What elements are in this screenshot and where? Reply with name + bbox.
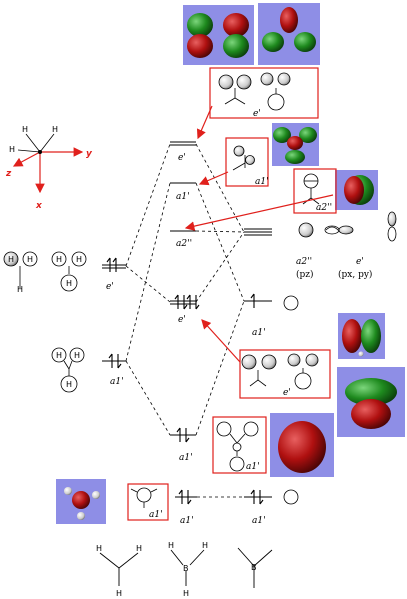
label-right-a1-s: a1' (252, 328, 266, 338)
axis-z-label: z (5, 169, 12, 179)
bottom-h-1: H (96, 544, 102, 553)
axis-h-left: H (9, 145, 15, 154)
pointer-arrows (184, 105, 334, 363)
axis-h-top-left: H (22, 125, 28, 134)
label-center-e-bonding: e' (178, 315, 186, 325)
bottom-h-4: H (168, 541, 174, 550)
label-right-a2-dprime: a2'' (296, 257, 312, 267)
boron-ao-icons (283, 211, 397, 505)
correlation-lines (125, 143, 245, 498)
box-e-top (209, 67, 319, 119)
electrons (106, 257, 264, 505)
orbital-render-e-top-1 (183, 5, 254, 65)
bottom-b-2: B (251, 563, 257, 572)
label-center-a1-mid: a1' (176, 192, 190, 202)
axis-h-top-right: H (52, 125, 58, 134)
bottom-structures (99, 547, 273, 588)
label-right-a1-bottom: a1' (252, 516, 266, 526)
box-a1-bottom (127, 483, 169, 521)
bottom-h-6: H (183, 589, 189, 598)
svg-text:H: H (27, 255, 33, 264)
label-box-a1-bottom: a1' (149, 510, 163, 520)
label-center-a2-dprime: a2'' (176, 239, 192, 249)
axis-x-label: x (35, 201, 43, 211)
orbital-render-a1-lower (270, 413, 334, 477)
svg-text:H: H (74, 351, 80, 360)
bottom-h-5: H (202, 541, 208, 550)
orbital-render-e-lower-2 (337, 367, 405, 437)
label-right-pz: (pz) (296, 269, 314, 280)
label-center-e-top: e' (178, 153, 186, 163)
label-center-a1-lowest: a1' (180, 516, 194, 526)
label-box-a2-dprime: a2'' (316, 203, 332, 213)
label-box-e-lower: e' (283, 388, 291, 398)
left-h3-e-sketches (3, 251, 87, 292)
svg-text:H: H (56, 351, 62, 360)
label-box-e-top: e' (253, 109, 261, 119)
orbital-render-a1-bottom (56, 479, 106, 524)
svg-text:H: H (56, 255, 62, 264)
left-h3-e-atoms: H H H H H H (8, 255, 82, 294)
label-box-a1-upper: a1' (255, 177, 269, 187)
label-box-a1-lower: a1' (246, 462, 260, 472)
label-right-e: e' (356, 257, 364, 267)
coordinate-axes: H H H y z x (5, 125, 93, 211)
box-e-lower (239, 349, 331, 399)
box-a1-lower (212, 416, 267, 474)
box-a2-dprime (293, 168, 337, 214)
bottom-h-2: H (136, 544, 142, 553)
orbital-render-a1-upper (272, 123, 319, 166)
box-a1-upper (225, 137, 269, 187)
axis-y-label: y (86, 149, 93, 159)
bottom-h-3: H (116, 589, 122, 598)
svg-text:H: H (8, 255, 14, 264)
label-center-a1-bottom: a1' (179, 453, 193, 463)
orbital-render-e-lower-1 (338, 313, 385, 359)
svg-text:H: H (66, 279, 72, 288)
bottom-b-1: B (183, 564, 189, 573)
orbital-render-a2-dprime (335, 170, 378, 210)
label-left-a1: a1' (110, 377, 124, 387)
energy-levels (102, 141, 272, 498)
svg-text:H: H (76, 255, 82, 264)
label-left-e: e' (106, 282, 114, 292)
svg-text:H: H (66, 380, 72, 389)
left-h3-a1-atoms: H H H (56, 351, 80, 389)
orbital-render-e-top-2 (258, 3, 320, 65)
left-h3-a1-sketch (51, 347, 85, 393)
label-right-pxpy: (px, py) (338, 269, 372, 280)
svg-text:H: H (17, 285, 23, 294)
